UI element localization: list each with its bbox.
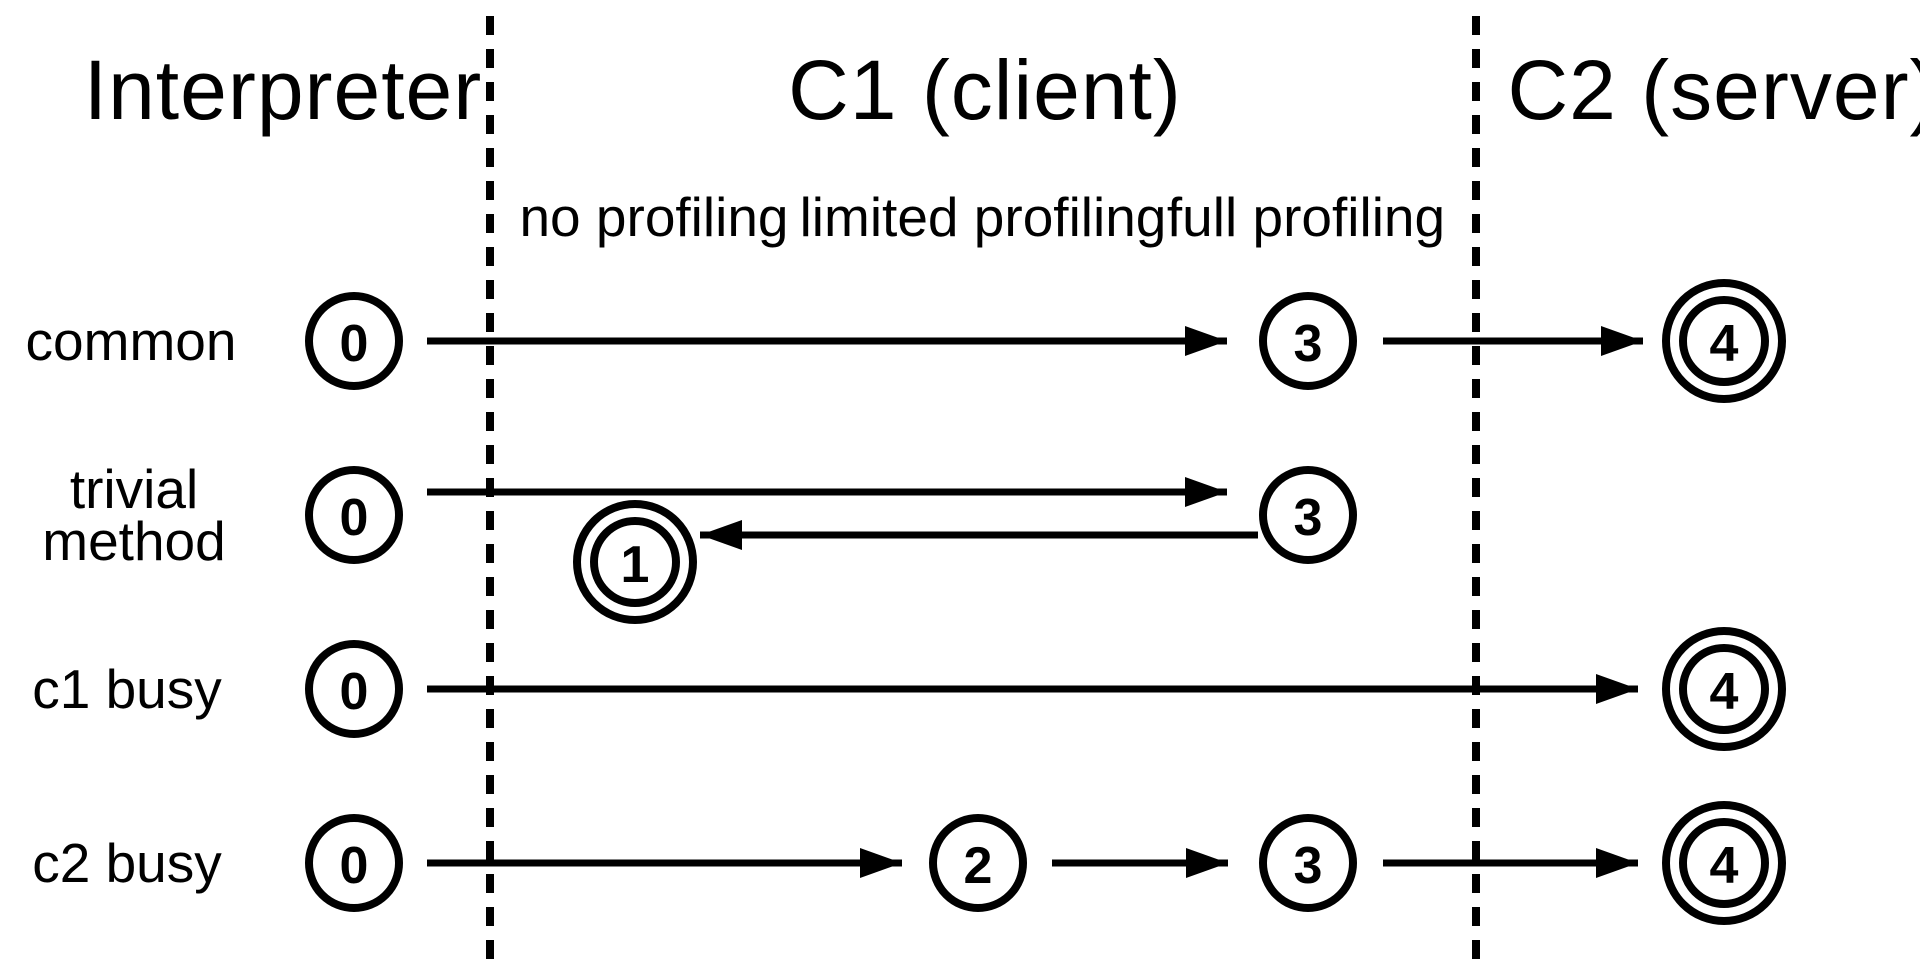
row-label-common: common — [26, 310, 237, 372]
row-label-c2-busy: c2 busy — [32, 832, 222, 894]
state-node: 3 — [1259, 292, 1357, 390]
state-value: 0 — [340, 837, 369, 895]
state-node: 3 — [1259, 466, 1357, 564]
state-value: 4 — [1710, 315, 1739, 373]
column-header-c2: C2 (server) — [1507, 43, 1920, 137]
state-node: 3 — [1259, 814, 1357, 912]
final-state-node: 4 — [1662, 627, 1786, 751]
state-value: 4 — [1710, 837, 1739, 895]
state-node: 0 — [305, 466, 403, 564]
final-state-node: 1 — [573, 500, 697, 624]
state-value: 0 — [340, 315, 369, 373]
column-header-interpreter: Interpreter — [84, 43, 483, 137]
state-value: 2 — [964, 837, 993, 895]
state-value: 3 — [1294, 837, 1323, 895]
sublabel-limited-profiling: limited profiling — [800, 186, 1167, 248]
row-label-trivial: trivial — [70, 458, 198, 520]
final-state-node: 4 — [1662, 279, 1786, 403]
row-label-method: method — [42, 510, 225, 572]
state-value: 4 — [1710, 663, 1739, 721]
final-state-node: 4 — [1662, 801, 1786, 925]
state-node: 0 — [305, 640, 403, 738]
state-node: 2 — [929, 814, 1027, 912]
state-value: 0 — [340, 663, 369, 721]
row-label-c1-busy: c1 busy — [32, 658, 222, 720]
state-node: 0 — [305, 814, 403, 912]
state-value: 0 — [340, 489, 369, 547]
state-value: 3 — [1294, 489, 1323, 547]
sublabel-full-profiling: full profiling — [1167, 186, 1445, 248]
state-node: 0 — [305, 292, 403, 390]
column-header-c1: C1 (client) — [788, 43, 1182, 137]
state-value: 1 — [621, 536, 650, 594]
sublabel-no-profiling: no profiling — [519, 186, 788, 248]
state-value: 3 — [1294, 315, 1323, 373]
